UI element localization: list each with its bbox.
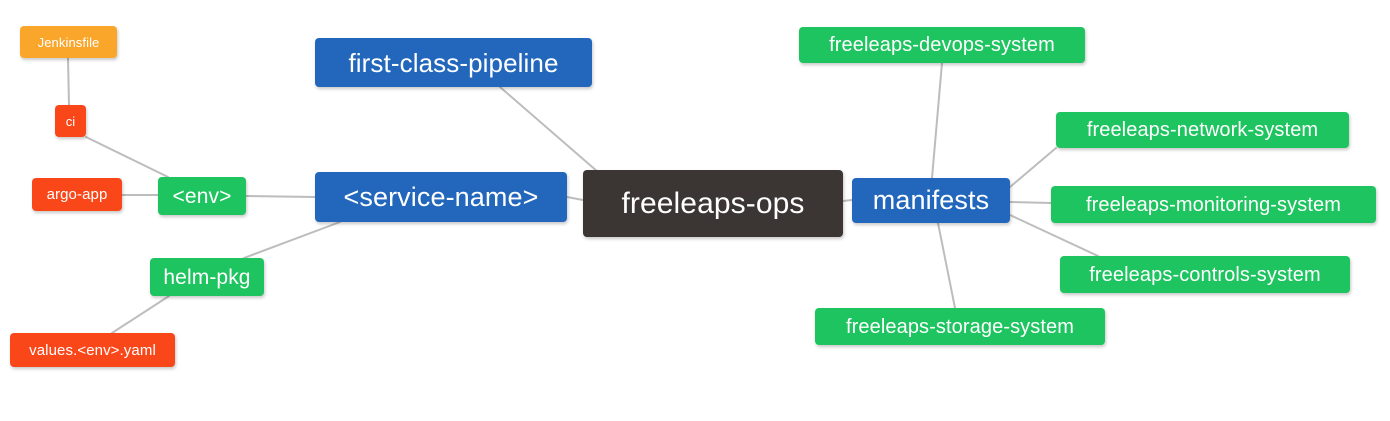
node-freeleaps-monitoring-system[interactable]: freeleaps-monitoring-system <box>1051 186 1376 223</box>
node-label-values-env-yaml: values.<env>.yaml <box>29 341 156 359</box>
edge-freeleaps-ops-to-service-name <box>566 196 584 201</box>
node-freeleaps-controls-system[interactable]: freeleaps-controls-system <box>1060 256 1350 293</box>
edge-service-name-to-helm-pkg <box>243 221 341 259</box>
node-label-manifests: manifests <box>872 185 990 215</box>
node-label-freeleaps-ops: freeleaps-ops <box>621 186 805 220</box>
edge-ci-to-jenkinsfile <box>67 57 70 106</box>
node-label-first-class-pipeline: first-class-pipeline <box>348 47 559 78</box>
node-label-freeleaps-devops-system: freeleaps-devops-system <box>829 34 1055 56</box>
node-label-freeleaps-network-system: freeleaps-network-system <box>1086 119 1319 141</box>
node-label-service-name: <service-name> <box>343 181 539 212</box>
node-freeleaps-ops[interactable]: freeleaps-ops <box>583 170 843 237</box>
node-freeleaps-storage-system[interactable]: freeleaps-storage-system <box>815 308 1105 345</box>
node-label-freeleaps-storage-system: freeleaps-storage-system <box>845 315 1075 338</box>
node-label-jenkinsfile: Jenkinsfile <box>37 34 100 50</box>
node-manifests[interactable]: manifests <box>852 178 1010 223</box>
edge-env-to-ci <box>85 136 169 178</box>
node-label-helm-pkg: helm-pkg <box>163 265 251 289</box>
node-jenkinsfile[interactable]: Jenkinsfile <box>20 26 117 58</box>
node-label-ci: ci <box>65 113 76 129</box>
node-env[interactable]: <env> <box>158 177 246 215</box>
edge-helm-pkg-to-values-env-yaml <box>111 295 170 334</box>
node-ci[interactable]: ci <box>55 105 86 137</box>
edge-manifests-to-freeleaps-network-system <box>1009 147 1057 188</box>
node-label-argo-app: argo-app <box>46 186 108 203</box>
node-label-freeleaps-monitoring-system: freeleaps-monitoring-system <box>1085 193 1341 216</box>
node-service-name[interactable]: <service-name> <box>315 172 567 222</box>
node-helm-pkg[interactable]: helm-pkg <box>150 258 264 296</box>
node-argo-app[interactable]: argo-app <box>32 178 122 211</box>
node-label-freeleaps-controls-system: freeleaps-controls-system <box>1089 263 1321 286</box>
edge-manifests-to-freeleaps-storage-system <box>937 222 956 309</box>
edge-manifests-to-freeleaps-monitoring-system <box>1009 201 1052 204</box>
edge-manifests-to-freeleaps-devops-system <box>931 62 943 179</box>
edge-freeleaps-ops-to-manifests <box>842 199 853 202</box>
node-label-env: <env> <box>172 184 232 208</box>
node-freeleaps-network-system[interactable]: freeleaps-network-system <box>1056 112 1349 148</box>
edge-service-name-to-env <box>245 195 316 198</box>
node-first-class-pipeline[interactable]: first-class-pipeline <box>315 38 592 87</box>
edge-freeleaps-ops-to-first-class-pipeline <box>499 86 599 173</box>
node-values-env-yaml[interactable]: values.<env>.yaml <box>10 333 175 367</box>
node-freeleaps-devops-system[interactable]: freeleaps-devops-system <box>799 27 1085 63</box>
